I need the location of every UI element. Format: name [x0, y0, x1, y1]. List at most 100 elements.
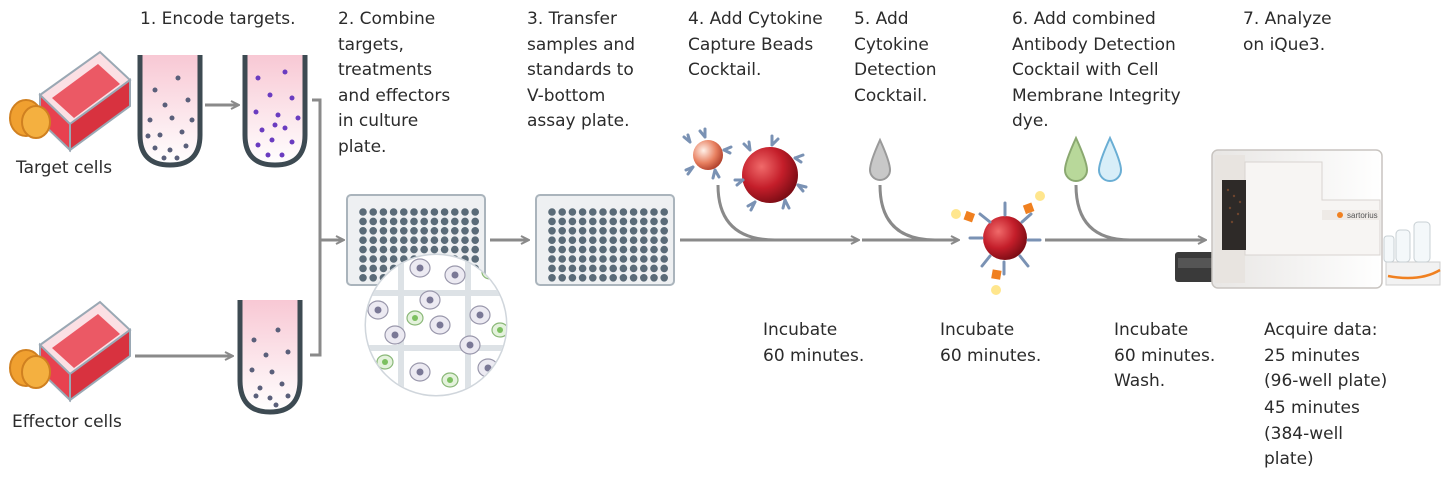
plate-well: [359, 227, 367, 235]
instrument-brand-label: sartorius: [1347, 211, 1378, 220]
plate-well: [660, 255, 668, 263]
plate-well: [609, 255, 617, 263]
plate-well: [548, 264, 556, 273]
plate-well: [471, 245, 480, 254]
plate-well: [548, 274, 556, 282]
plate-well: [369, 274, 378, 282]
plate-well: [660, 208, 668, 216]
plate-well: [389, 255, 398, 263]
plate-well: [650, 217, 658, 226]
plate-well: [440, 227, 449, 235]
cell-nucleus: [391, 331, 399, 339]
plate-well: [420, 227, 429, 235]
cell-nucleus: [426, 296, 434, 304]
plate-well: [599, 255, 607, 263]
plate-well: [558, 208, 566, 216]
plate-well: [629, 255, 638, 263]
cell-nucleus: [416, 264, 424, 272]
plate-well: [548, 245, 556, 254]
plate-well: [558, 227, 566, 235]
plate-well: [389, 227, 398, 235]
plate-well: [461, 227, 469, 235]
plate-well: [548, 217, 556, 226]
tube-3-icon: [237, 300, 303, 415]
plate-well: [359, 236, 367, 244]
plate-well: [578, 217, 587, 226]
plate-well: [609, 217, 617, 226]
plate-well: [650, 227, 658, 235]
plate-well: [589, 264, 597, 273]
plate-well: [578, 245, 587, 254]
plate-well: [379, 264, 388, 273]
plate-well: [640, 274, 648, 282]
incubation-2-label: Incubate 60 minutes.: [940, 320, 1042, 366]
plate-well: [379, 217, 388, 226]
plate-well: [430, 208, 439, 216]
plate-well: [369, 255, 378, 263]
step-7-label: 7. Analyze on iQue3.: [1243, 9, 1332, 55]
plate-well: [650, 236, 658, 244]
plate-well: [660, 264, 668, 273]
plate-well: [379, 255, 388, 263]
plate-well: [451, 236, 459, 244]
plate-well: [599, 264, 607, 273]
plate-well: [400, 236, 408, 244]
plate-well: [609, 274, 617, 282]
plate-well: [640, 245, 648, 254]
antibody-drop-green-icon: [1063, 135, 1089, 182]
plate-well: [369, 236, 378, 244]
incubation-1-label: Incubate 60 minutes.: [763, 320, 865, 366]
plate-well: [410, 245, 418, 254]
plate-well: [619, 236, 628, 244]
plate-well: [379, 227, 388, 235]
plate-well: [568, 227, 577, 235]
cell-nucleus: [497, 327, 503, 333]
plate-well: [400, 217, 408, 226]
plate-well: [660, 236, 668, 244]
plate-well: [558, 274, 566, 282]
plate-well: [609, 236, 617, 244]
plate-well: [430, 217, 439, 226]
plate-well: [578, 264, 587, 273]
cell-nucleus: [466, 341, 474, 349]
plate-well: [369, 208, 378, 216]
plate-well: [461, 245, 469, 254]
plate-well: [369, 217, 378, 226]
plate-well: [568, 264, 577, 273]
plate-well: [629, 236, 638, 244]
plate-well: [589, 245, 597, 254]
plate-well: [609, 245, 617, 254]
cell-nucleus: [451, 271, 459, 279]
plate-well: [629, 217, 638, 226]
plate-well: [629, 274, 638, 282]
plate-well: [619, 217, 628, 226]
plate-well: [471, 227, 480, 235]
target-cells-label: Target cells: [16, 158, 113, 178]
antibody-drop-blue-icon: [1097, 135, 1123, 182]
plate-well: [359, 274, 367, 282]
effector-cells-label: Effector cells: [12, 412, 122, 432]
plate-well: [369, 245, 378, 254]
step-1-label: 1. Encode targets.: [140, 9, 296, 29]
plate-well: [440, 245, 449, 254]
plate-well: [420, 236, 429, 244]
plate-well: [589, 208, 597, 216]
plate-well: [650, 274, 658, 282]
detection-bead-complex-icon: [951, 191, 1045, 295]
incubation-3-label: Incubate 60 minutes. Wash.: [1114, 320, 1216, 391]
plate-well: [359, 245, 367, 254]
plate-well: [379, 236, 388, 244]
plate-well: [568, 217, 577, 226]
tube-2-icon: [242, 55, 308, 168]
plate-well: [599, 208, 607, 216]
step-4-label: 4. Add Cytokine Capture Beads Cocktail.: [688, 9, 823, 80]
plate-well: [619, 274, 628, 282]
plate-well: [640, 208, 648, 216]
plate-well: [440, 208, 449, 216]
plate-well: [558, 236, 566, 244]
plate-well: [440, 217, 449, 226]
plate-well: [619, 264, 628, 273]
plate-well: [461, 217, 469, 226]
plate-well: [660, 227, 668, 235]
